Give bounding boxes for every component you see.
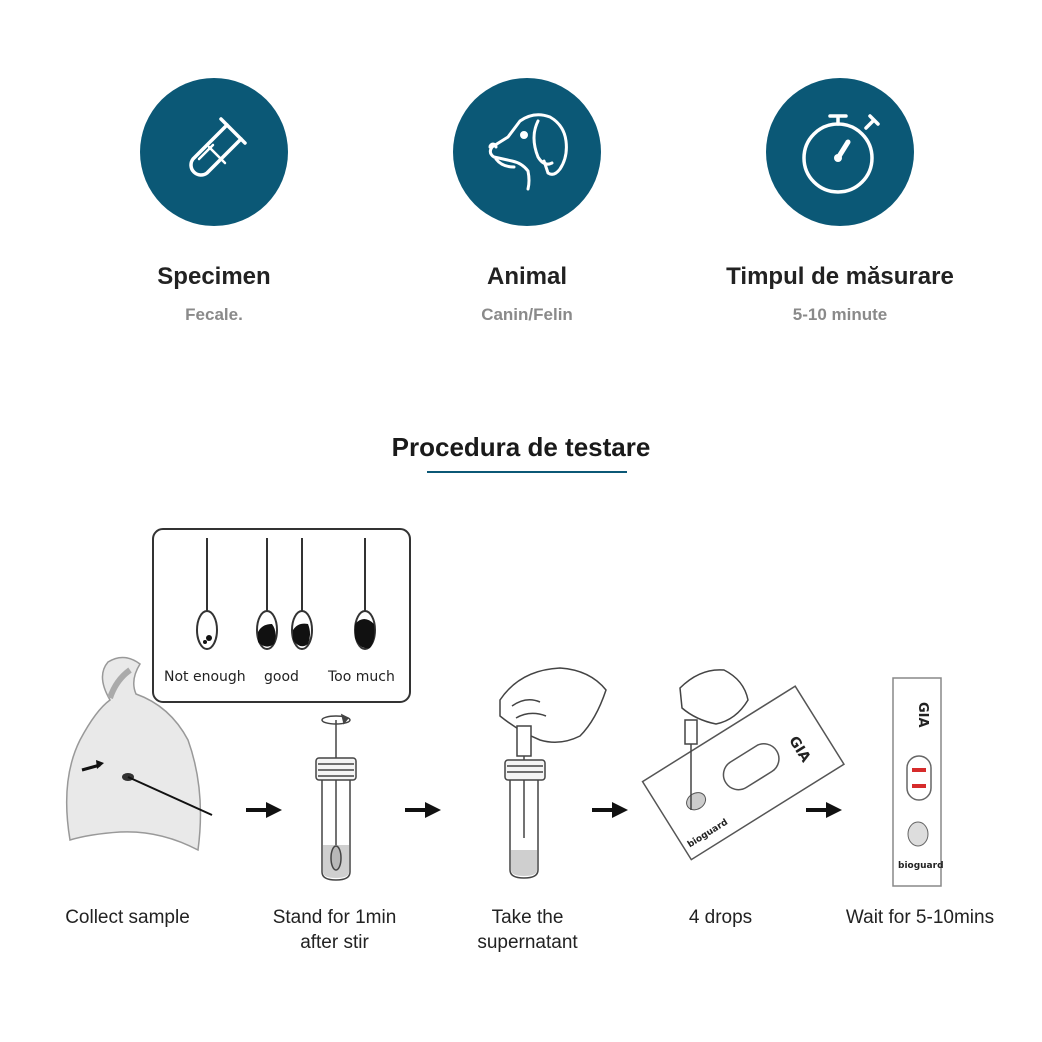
step-arrows [246, 802, 842, 818]
feature-subtitle: 5-10 minute [792, 305, 888, 324]
four-drops-illustration: GIA bioguard [641, 669, 845, 861]
result-strip-name: GIA [915, 702, 930, 728]
result-strip-illustration: GIA bioguard [892, 677, 944, 887]
tube-stand-illustration [315, 713, 357, 881]
title-underline [427, 471, 627, 473]
step-label-collect: Collect sample [65, 907, 190, 928]
feature-time: Timpul de măsurare 5-10 minute [690, 78, 990, 325]
feature-animal: Animal Canin/Felin [377, 78, 677, 325]
dog-head-icon [488, 113, 568, 191]
feature-specimen: Specimen Fecale. [64, 78, 364, 325]
feature-subtitle: Canin/Felin [481, 305, 573, 324]
procedure-title: Procedura de testare [391, 432, 651, 462]
inset-label-good: good [264, 669, 299, 685]
feature-subtitle: Fecale. [185, 305, 243, 324]
specimen-circle [140, 78, 288, 226]
feature-title: Timpul de măsurare [726, 263, 954, 290]
stopwatch-icon [802, 114, 880, 194]
result-strip-brand: bioguard [898, 861, 944, 871]
feature-title: Specimen [157, 263, 271, 290]
step-label-supernatant: Take the supernatant [477, 907, 578, 953]
take-supernatant-illustration [499, 667, 607, 879]
inset-label-not-enough: Not enough [164, 669, 246, 685]
step-label-stand: Stand for 1min after stir [272, 907, 397, 953]
animal-circle [453, 78, 601, 226]
procedure-illustration: Not enough good Too much [65, 528, 944, 887]
time-circle [766, 78, 914, 226]
swab-amount-inset: Not enough good Too much [152, 528, 411, 703]
test-tube-icon [189, 117, 247, 177]
step-label-drops: 4 drops [688, 907, 753, 928]
collect-sample-illustration [65, 656, 213, 852]
feature-title: Animal [486, 263, 567, 290]
inset-label-too-much: Too much [327, 669, 395, 685]
step-label-wait: Wait for 5-10mins [845, 907, 995, 928]
